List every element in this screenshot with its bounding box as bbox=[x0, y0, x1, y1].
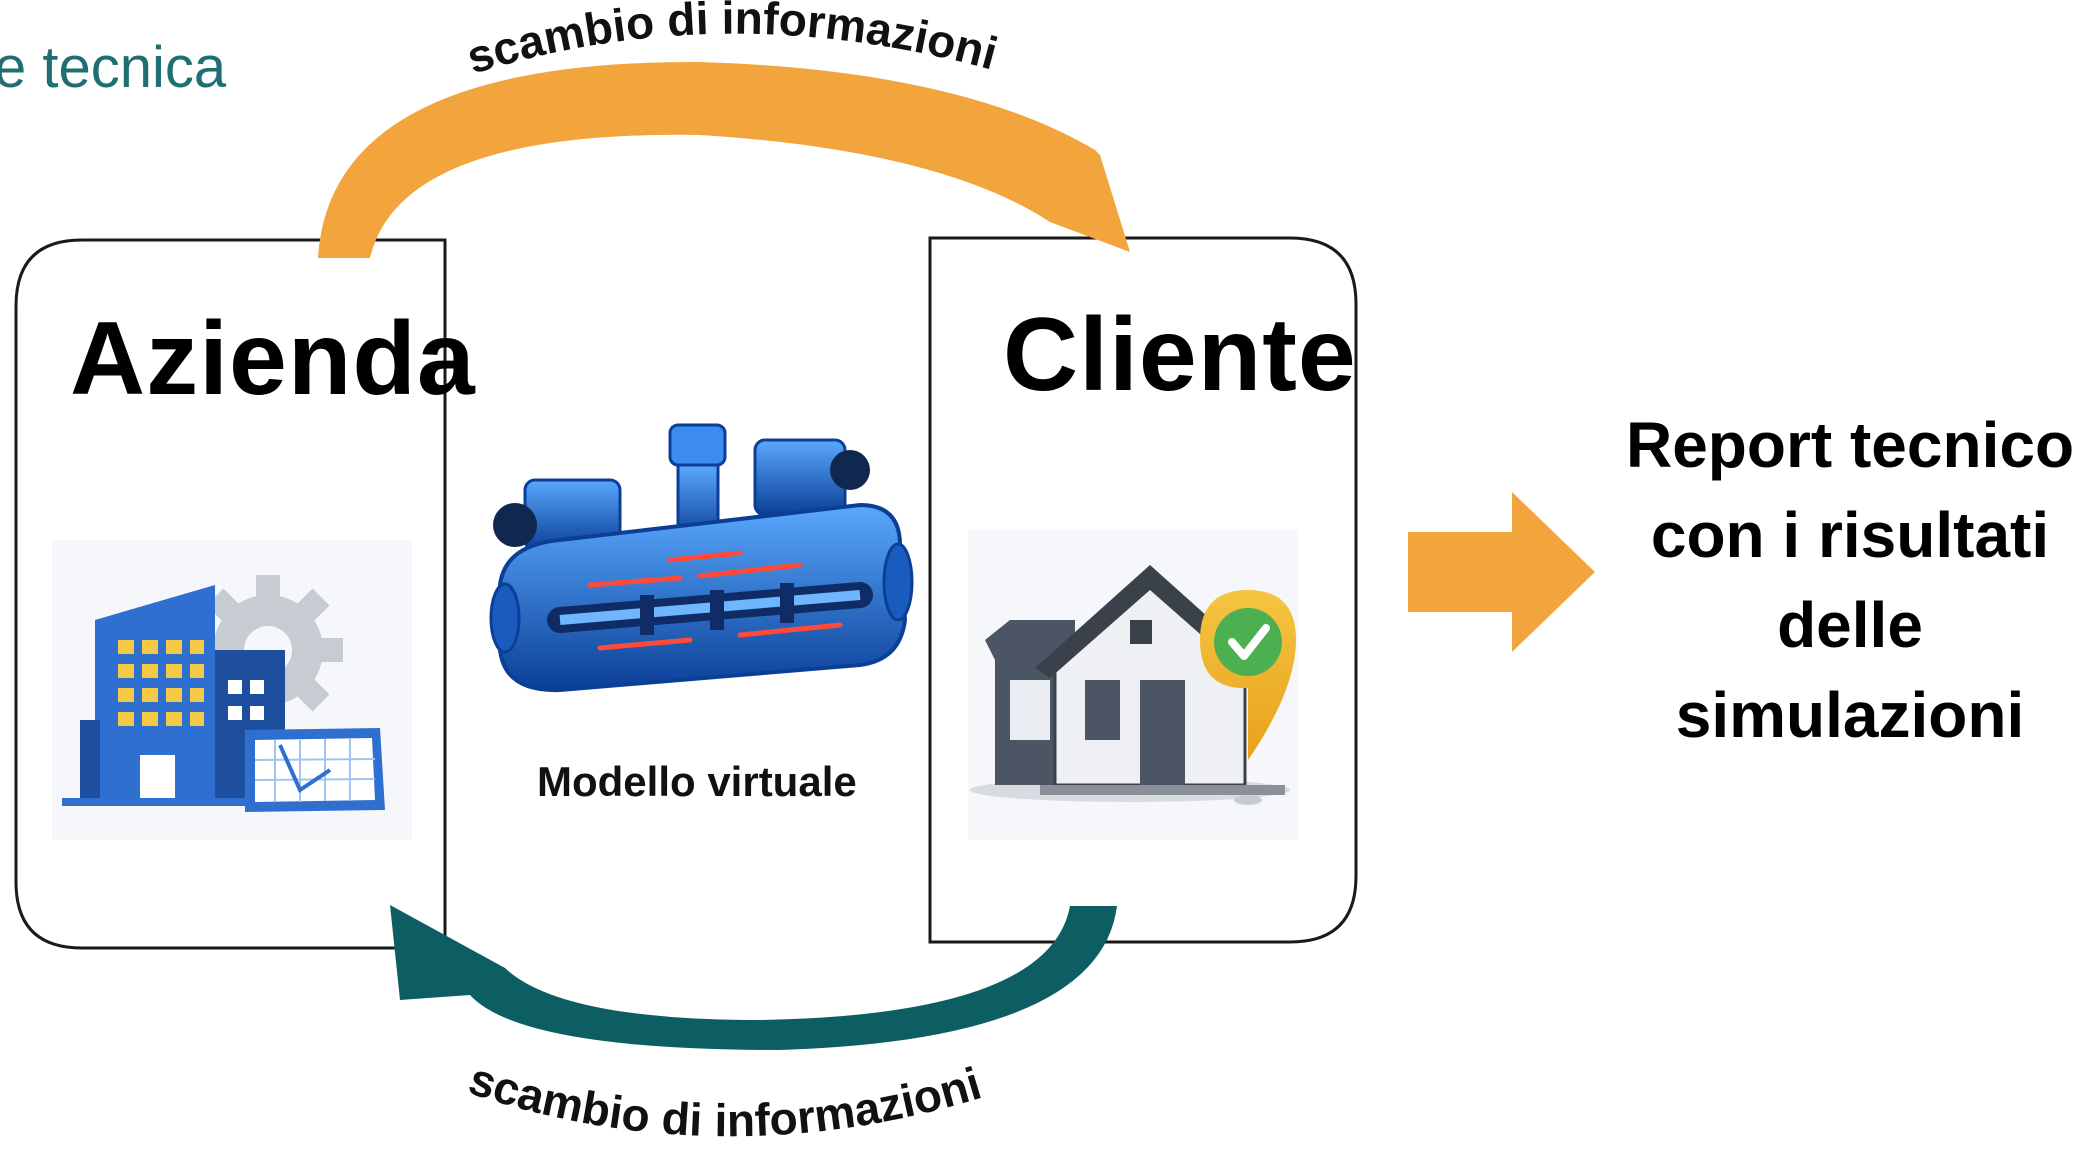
report-line: delle bbox=[1777, 589, 1923, 661]
bottom-exchange-arrow bbox=[390, 905, 1117, 1050]
office-building-icon bbox=[52, 540, 412, 840]
report-text: Report tecnico con i risultati delle sim… bbox=[1600, 400, 2096, 760]
top-exchange-arrow bbox=[318, 61, 1130, 258]
blueprint-tablet-icon bbox=[245, 728, 385, 812]
location-check-pin-icon bbox=[1200, 590, 1296, 805]
report-line: simulazioni bbox=[1675, 679, 2025, 751]
company-title: Azienda bbox=[70, 301, 476, 417]
house-icon bbox=[968, 530, 1298, 840]
report-line: con i risultati bbox=[1650, 499, 2050, 571]
report-line: Report tecnico bbox=[1625, 409, 2075, 481]
hydraulic-valve-icon bbox=[489, 423, 914, 693]
result-arrow bbox=[1408, 492, 1595, 652]
client-title: Cliente bbox=[1003, 297, 1357, 413]
slide-heading-fragment: e tecnica bbox=[0, 35, 227, 100]
model-label: Modello virtuale bbox=[537, 758, 857, 805]
bottom-exchange-label: scambio di informazioni bbox=[463, 1052, 987, 1146]
